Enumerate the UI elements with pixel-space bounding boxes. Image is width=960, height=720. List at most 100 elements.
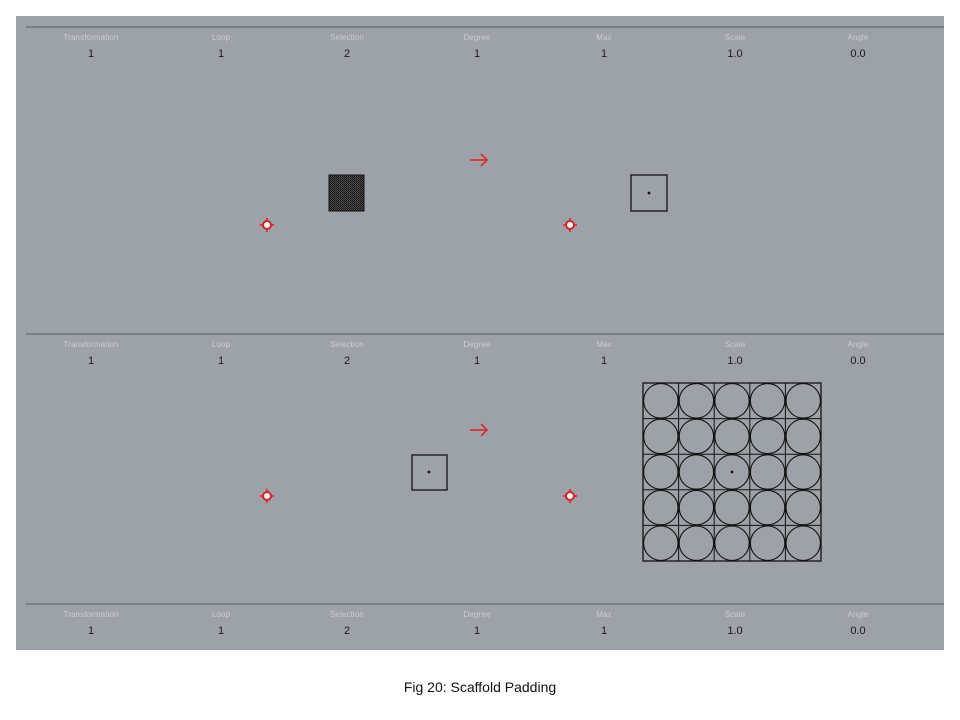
param-transformation: Transformation 1: [36, 609, 146, 638]
grid-circle: [749, 525, 786, 561]
param-angle: Angle 0.0: [803, 339, 913, 368]
param-row-middle: Transformation 1 Loop 1 Selection 2 Degr…: [16, 339, 944, 379]
grid-circle: [643, 525, 679, 561]
grid-circle: [678, 525, 715, 561]
grid-circle: [643, 489, 679, 526]
param-value: 0.0: [850, 355, 866, 367]
param-loop: Loop 1: [166, 339, 276, 368]
grid-circle: [749, 418, 786, 455]
param-label: Scale: [724, 340, 746, 349]
param-max: Max 1: [549, 339, 659, 368]
param-selection: Selection 2: [292, 339, 402, 368]
outline-square: [411, 454, 448, 491]
grid-circle: [678, 418, 715, 455]
param-max: Max 1: [549, 32, 659, 61]
figure-caption: Fig 20: Scaffold Padding: [403, 679, 557, 695]
top-divider: [26, 26, 944, 28]
param-value: 1: [217, 48, 225, 60]
grid-circle: [678, 383, 715, 419]
grid-circle: [785, 454, 821, 490]
param-label: Selection: [330, 340, 364, 349]
param-value: 1: [87, 355, 95, 367]
grid-circle: [643, 418, 679, 455]
grid-circle: [714, 418, 750, 455]
grid-frame: [642, 382, 822, 562]
param-label: Loop: [211, 33, 231, 42]
param-row-bottom: Transformation 1 Loop 1 Selection 2 Degr…: [16, 609, 944, 649]
grid-circle: [678, 489, 715, 526]
param-degree: Degree 1: [422, 609, 532, 638]
param-label: Angle: [847, 340, 869, 349]
param-value: 0.0: [850, 48, 866, 60]
param-scale: Scale 1.0: [680, 32, 790, 61]
param-value: 2: [343, 625, 351, 637]
param-value: 2: [343, 355, 351, 367]
origin-marker-icon: [563, 489, 577, 503]
param-label: Transformation: [63, 340, 119, 349]
param-value: 1.0: [727, 625, 743, 637]
grid-circle: [785, 383, 821, 419]
param-value: 1: [473, 355, 481, 367]
param-label: Max: [596, 33, 612, 42]
figure-panel: Transformation 1 Loop 1 Selection 2 Degr…: [16, 16, 944, 650]
param-label: Selection: [330, 33, 364, 42]
param-label: Degree: [463, 340, 491, 349]
center-dot: [730, 470, 734, 474]
scaffold-padding-grid: [642, 382, 822, 562]
param-scale: Scale 1.0: [680, 339, 790, 368]
grid-circle: [749, 454, 786, 490]
param-transformation: Transformation 1: [36, 32, 146, 61]
param-value: 1.0: [727, 48, 743, 60]
param-label: Transformation: [63, 610, 119, 619]
param-loop: Loop 1: [166, 609, 276, 638]
param-value: 1: [217, 355, 225, 367]
grid-circle: [643, 383, 679, 419]
param-degree: Degree 1: [422, 339, 532, 368]
param-max: Max 1: [549, 609, 659, 638]
param-label: Angle: [847, 610, 869, 619]
origin-marker-icon: [260, 218, 274, 232]
param-label: Scale: [724, 33, 746, 42]
diagram-canvas: [260, 153, 822, 562]
origin-marker-icon: [260, 489, 274, 503]
param-value: 1: [217, 625, 225, 637]
param-value: 1: [87, 625, 95, 637]
param-label: Degree: [463, 610, 491, 619]
param-selection: Selection 2: [292, 32, 402, 61]
param-row-top: Transformation 1 Loop 1 Selection 2 Degr…: [16, 32, 944, 72]
param-value: 1: [87, 48, 95, 60]
param-label: Max: [596, 340, 612, 349]
grid-circle: [785, 525, 821, 561]
origin-marker-icon: [563, 218, 577, 232]
grid-circle: [714, 383, 750, 419]
param-label: Transformation: [63, 33, 119, 42]
param-value: 2: [343, 48, 351, 60]
param-value: 1: [473, 625, 481, 637]
param-scale: Scale 1.0: [680, 609, 790, 638]
param-transformation: Transformation 1: [36, 339, 146, 368]
grid-circle: [678, 454, 715, 490]
bottom-divider: [26, 603, 944, 605]
right-arrow-icon: [470, 423, 489, 437]
param-loop: Loop 1: [166, 32, 276, 61]
center-dot: [427, 470, 431, 474]
param-label: Angle: [847, 33, 869, 42]
param-label: Max: [596, 610, 612, 619]
center-dot: [647, 191, 651, 195]
grid-circle: [714, 489, 750, 526]
param-value: 1: [600, 48, 608, 60]
grid-circle: [714, 454, 750, 490]
grid-circle: [714, 525, 750, 561]
param-degree: Degree 1: [422, 32, 532, 61]
grid-circle: [749, 383, 786, 419]
grid-circle: [785, 489, 821, 526]
param-value: 1: [600, 625, 608, 637]
right-arrow-icon: [470, 153, 489, 167]
middle-divider: [26, 333, 944, 335]
grid-circle: [643, 454, 679, 490]
param-value: 0.0: [850, 625, 866, 637]
param-selection: Selection 2: [292, 609, 402, 638]
grid-circle: [785, 418, 821, 455]
param-value: 1: [473, 48, 481, 60]
param-label: Degree: [463, 33, 491, 42]
